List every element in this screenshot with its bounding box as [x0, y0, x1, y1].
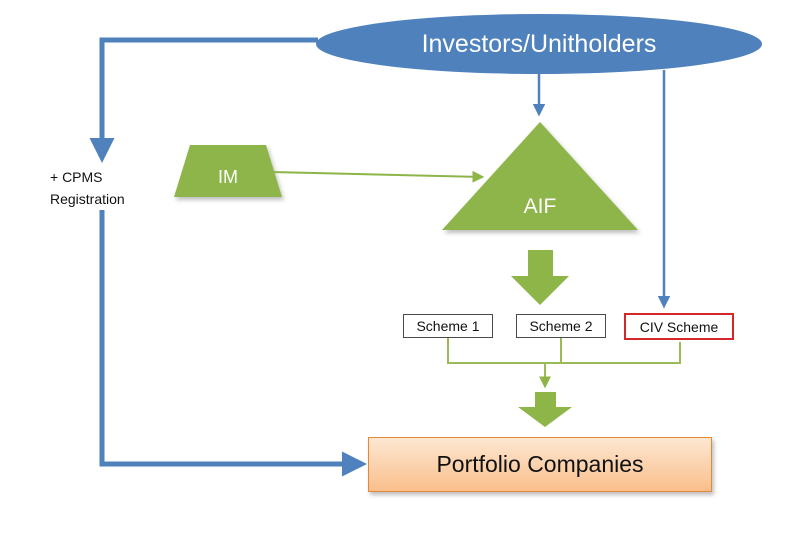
scheme-connectors: [447, 337, 681, 364]
investors-to-cpms-connector: [89, 37, 318, 163]
investors-ellipse: [316, 14, 762, 74]
aif-to-schemes-block-arrow: [511, 250, 569, 305]
cpms-label-line1: + CPMS: [50, 169, 103, 185]
im-trapezoid: [174, 145, 282, 197]
im-to-aif-arrow: [271, 170, 485, 183]
schemes-to-portfolio-block-arrow: [518, 392, 572, 427]
cpms-to-portfolio-connector: [99, 210, 367, 477]
cpms-label-line2: Registration: [50, 191, 125, 207]
aif-triangle: [442, 122, 638, 230]
cpms-registration-label: + CPMS Registration: [50, 166, 150, 210]
scheme-1-box: Scheme 1: [403, 314, 493, 338]
portfolio-companies-box: Portfolio Companies: [368, 437, 712, 492]
aif-label: AIF: [523, 195, 557, 218]
scheme-2-box: Scheme 2: [516, 314, 606, 338]
investors-label: Investors/Unitholders: [421, 29, 657, 58]
im-label: IM: [218, 166, 238, 187]
civ-scheme-box: CIV Scheme: [624, 313, 734, 340]
